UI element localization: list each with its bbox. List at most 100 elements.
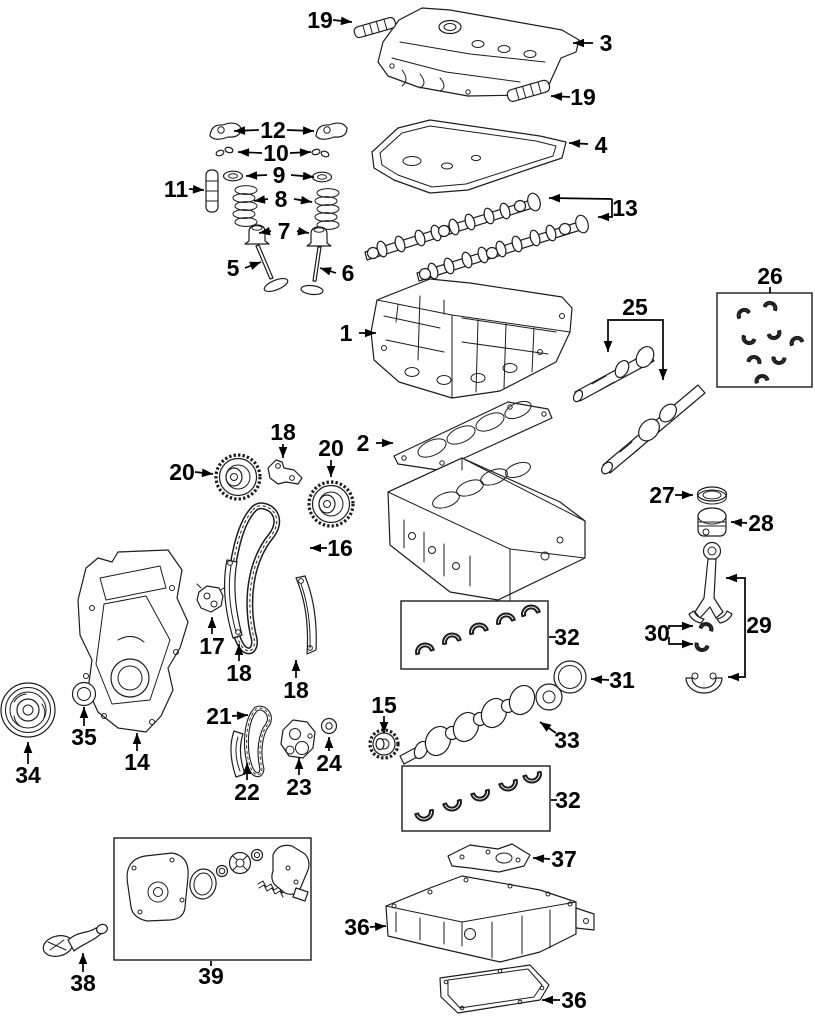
callout-number[interactable]: 7 — [278, 218, 291, 244]
callout-number[interactable]: 14 — [124, 749, 150, 775]
part-valve-exhaust — [300, 246, 324, 296]
callout-number[interactable]: 18 — [283, 677, 309, 703]
callout-number[interactable]: 23 — [286, 774, 312, 800]
callout-chain-tensioner[interactable]: 17 — [199, 617, 225, 659]
callout-camshaft-sprocket[interactable]: 20 — [169, 459, 214, 485]
callout-number[interactable]: 38 — [70, 970, 96, 996]
callout-number[interactable]: 6 — [342, 260, 355, 286]
callout-oil-pickup-tube[interactable]: 38 — [70, 953, 96, 996]
callout-oil-pump-kit[interactable]: 39 — [198, 961, 224, 989]
callout-number[interactable]: 16 — [327, 535, 353, 561]
callout-number[interactable]: 10 — [263, 140, 289, 166]
part-valve-stem-seals — [244, 224, 332, 247]
callout-number[interactable]: 33 — [554, 727, 580, 753]
callout-rod-bearing-pair[interactable]: 30 — [644, 620, 693, 649]
arrowhead — [533, 854, 545, 863]
callout-piston[interactable]: 28 — [730, 510, 774, 536]
callout-number[interactable]: 34 — [15, 762, 41, 788]
callout-chain-guide-upper[interactable]: 18 — [270, 419, 296, 458]
callout-number[interactable]: 15 — [371, 692, 397, 718]
callout-camshaft-sprocket[interactable]: 20 — [318, 435, 344, 477]
callout-oil-pump-chain[interactable]: 21 — [206, 703, 249, 729]
callout-number[interactable]: 17 — [199, 633, 225, 659]
callout-number[interactable]: 20 — [318, 435, 344, 461]
callout-main-bearing-set-lower[interactable]: 32 — [551, 787, 581, 813]
callout-spring-retainer[interactable]: 9 — [245, 162, 315, 188]
arrowhead — [540, 722, 552, 732]
callout-crankshaft-pulley[interactable]: 34 — [15, 742, 41, 788]
callout-number[interactable]: 1 — [340, 320, 353, 346]
callout-balance-shaft-pair[interactable]: 25 — [603, 294, 668, 380]
callout-stud[interactable]: 19 — [550, 84, 596, 110]
callout-chain-guide-left[interactable]: 18 — [226, 644, 252, 686]
callout-number[interactable]: 29 — [746, 612, 772, 638]
callout-front-crank-seal[interactable]: 35 — [71, 707, 97, 750]
callout-number[interactable]: 20 — [169, 459, 195, 485]
callout-number[interactable]: 36 — [561, 987, 587, 1013]
callout-number[interactable]: 39 — [198, 963, 224, 989]
callout-valve-stem-seal[interactable]: 7 — [258, 218, 310, 244]
callout-number[interactable]: 19 — [570, 84, 596, 110]
arrowhead — [682, 639, 693, 649]
callout-timing-chain[interactable]: 16 — [310, 535, 353, 561]
callout-number[interactable]: 26 — [757, 263, 783, 289]
callout-connecting-rod[interactable]: 29 — [726, 573, 772, 682]
callout-camshaft-pair[interactable]: 13 — [548, 193, 638, 222]
callout-oil-pan-upper[interactable]: 36 — [344, 914, 387, 940]
callout-number[interactable]: 24 — [316, 750, 342, 776]
callout-number[interactable]: 36 — [344, 914, 370, 940]
callout-number[interactable]: 13 — [612, 195, 638, 221]
callout-stud[interactable]: 19 — [307, 7, 353, 33]
callout-number[interactable]: 5 — [227, 255, 240, 281]
callout-number[interactable]: 4 — [595, 132, 608, 158]
callout-head-gasket[interactable]: 2 — [357, 430, 393, 456]
callout-valve[interactable]: 5 — [227, 255, 262, 281]
callout-number[interactable]: 27 — [649, 482, 675, 508]
callout-number[interactable]: 30 — [644, 620, 670, 646]
callout-number[interactable]: 32 — [554, 624, 580, 650]
callout-crankshaft-sprocket[interactable]: 15 — [371, 692, 397, 733]
callout-number[interactable]: 2 — [357, 430, 370, 456]
callout-number[interactable]: 21 — [206, 703, 232, 729]
callout-rear-main-seal[interactable]: 31 — [590, 667, 635, 693]
callout-number[interactable]: 8 — [275, 186, 288, 212]
part-rocker-arms — [209, 122, 348, 140]
callout-chain-guide-right[interactable]: 18 — [283, 660, 309, 703]
callout-bearing-set[interactable]: 26 — [757, 263, 783, 293]
callout-piston-rings[interactable]: 27 — [649, 482, 693, 508]
callout-oil-pump-chain-guide[interactable]: 22 — [234, 763, 260, 805]
arrowhead — [382, 438, 393, 448]
callout-crankshaft[interactable]: 33 — [539, 721, 580, 753]
callout-oil-pump-drive[interactable]: 23 — [286, 758, 312, 800]
callout-number[interactable]: 9 — [273, 162, 286, 188]
callout-rocker-arm[interactable]: 12 — [233, 117, 315, 143]
callout-number[interactable]: 3 — [600, 30, 613, 56]
callout-oil-baffle[interactable]: 37 — [532, 846, 577, 872]
callout-number[interactable]: 31 — [609, 667, 635, 693]
callout-valve[interactable]: 6 — [319, 260, 355, 286]
callout-number[interactable]: 37 — [551, 846, 577, 872]
callout-number[interactable]: 19 — [307, 7, 333, 33]
part-crank-sprocket — [368, 728, 400, 760]
callout-valve-cover-gasket[interactable]: 4 — [568, 132, 608, 158]
callout-valve-keeper[interactable]: 10 — [237, 140, 312, 166]
callout-valve-spring[interactable]: 8 — [253, 186, 313, 212]
callout-number[interactable]: 12 — [260, 117, 286, 143]
callout-oil-pump-sprocket[interactable]: 24 — [316, 737, 342, 776]
callout-number[interactable]: 18 — [226, 660, 252, 686]
callout-number[interactable]: 18 — [270, 419, 296, 445]
callout-number[interactable]: 32 — [555, 787, 581, 813]
callout-valve-cover[interactable]: 3 — [573, 30, 612, 56]
callout-number[interactable]: 11 — [164, 176, 189, 202]
callout-lash-adjuster[interactable]: 11 — [164, 176, 205, 202]
callout-number[interactable]: 22 — [234, 779, 260, 805]
callout-main-bearing-set-upper[interactable]: 32 — [549, 624, 580, 650]
callout-front-cover[interactable]: 14 — [124, 733, 150, 775]
arrowhead — [78, 953, 88, 964]
callout-cylinder-head[interactable]: 1 — [340, 320, 376, 346]
callout-oil-pan-lower[interactable]: 36 — [542, 987, 587, 1013]
callout-number[interactable]: 25 — [622, 294, 648, 320]
callout-number[interactable]: 35 — [71, 724, 97, 750]
callout-number[interactable]: 28 — [748, 510, 774, 536]
